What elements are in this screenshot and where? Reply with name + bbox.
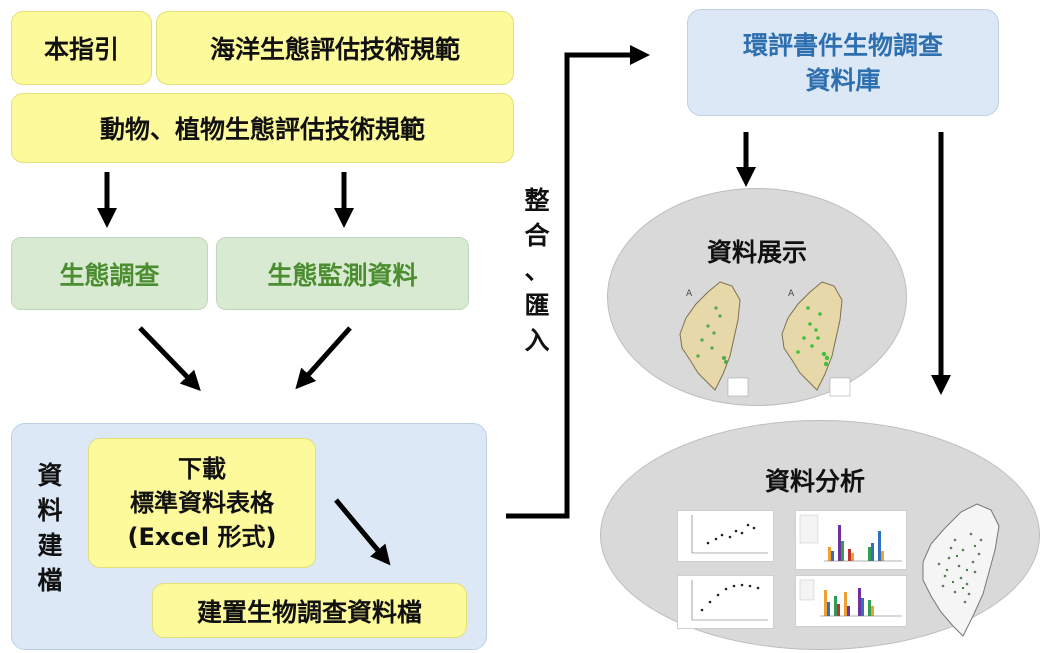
database-line: 環評書件生物調查: [742, 30, 943, 60]
side-char: 資: [37, 461, 63, 490]
svg-text:A: A: [788, 289, 795, 299]
integrate-label: 整 合 、 匯 入: [522, 183, 552, 358]
guide-box: 本指引: [11, 11, 152, 85]
database-box: 環評書件生物調查 資料庫: [687, 9, 999, 116]
arrow-download-to-create: [334, 498, 391, 566]
svg-text:A: A: [686, 289, 693, 299]
integrate-char: 、: [524, 256, 550, 285]
data-display-ellipse: [607, 188, 907, 406]
marine-standard-label: 海洋生態評估技術規範: [209, 35, 460, 64]
integrate-char: 整: [524, 186, 550, 215]
create-file-label: 建置生物調查資料檔: [196, 597, 422, 627]
create-file-box: 建置生物調查資料檔: [152, 583, 467, 638]
side-char: 料: [37, 496, 63, 525]
side-char: 檔: [37, 566, 63, 595]
download-line: (Excel 形式): [127, 523, 277, 551]
scatter-plot-thumb: [677, 510, 774, 562]
guide-label: 本指引: [43, 35, 119, 64]
data-display-title: 資料展示: [706, 238, 807, 267]
arrow-survey-to-build: [138, 326, 201, 392]
curve-plot-thumb: [677, 575, 774, 629]
download-template-box: 下載 標準資料表格 (Excel 形式): [88, 438, 316, 568]
marine-standard-box: 海洋生態評估技術規範: [156, 11, 514, 85]
bar-chart-thumb-bottom: [795, 575, 907, 627]
download-line: 標準資料表格: [130, 489, 274, 517]
survey-box: 生態調查: [11, 237, 208, 310]
download-line: 下載: [178, 455, 226, 483]
survey-label: 生態調查: [59, 260, 160, 290]
integrate-char: 匯: [524, 291, 550, 320]
data-build-side-label: 資 料 建 檔: [35, 458, 65, 598]
display-map-right: A: [781, 281, 851, 397]
data-analysis-title: 資料分析: [764, 467, 865, 496]
database-line: 資料庫: [805, 65, 881, 95]
fauna-flora-standard-box: 動物、植物生態評估技術規範: [11, 93, 514, 163]
integrate-char: 合: [524, 221, 550, 250]
monitoring-box: 生態監測資料: [216, 237, 469, 310]
arrow-integrate-to-database: [506, 45, 651, 519]
analysis-map-thumb: [922, 503, 1000, 637]
monitoring-label: 生態監測資料: [267, 260, 418, 290]
display-map-left: A: [679, 281, 749, 397]
side-char: 建: [37, 531, 63, 560]
bar-chart-thumb-top: [795, 510, 907, 570]
integrate-char: 入: [524, 326, 550, 355]
arrow-monitoring-to-build: [295, 326, 352, 390]
fauna-flora-standard-label: 動物、植物生態評估技術規範: [99, 115, 425, 144]
